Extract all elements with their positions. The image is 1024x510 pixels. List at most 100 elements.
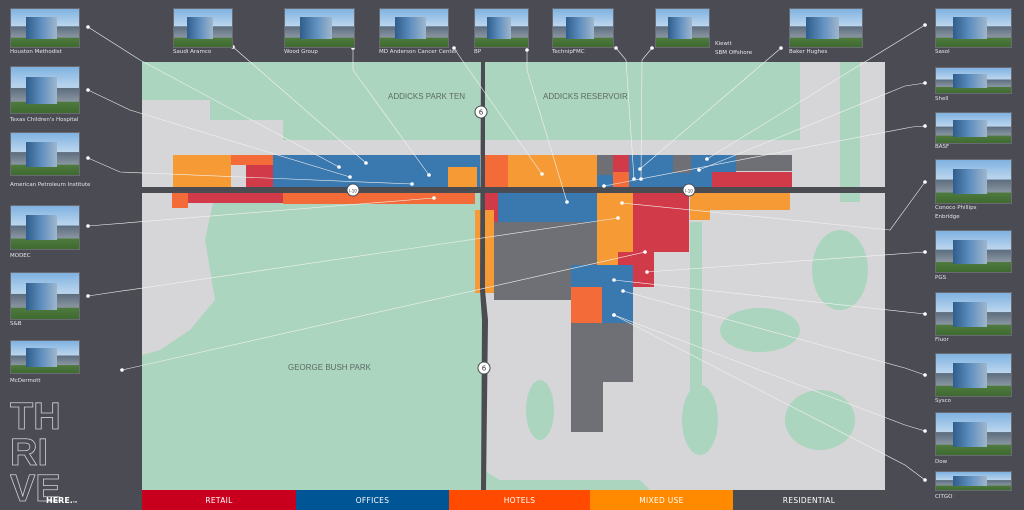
company-top-photo	[474, 8, 529, 48]
location-dot[interactable]	[923, 312, 927, 316]
company-left-photo	[10, 66, 80, 114]
zone-hotels	[613, 172, 629, 188]
location-dot[interactable]	[638, 167, 642, 171]
connector-line	[87, 197, 435, 227]
location-dot[interactable]	[432, 196, 436, 200]
connector-line	[603, 125, 926, 187]
shield-text: I-10	[685, 189, 693, 194]
company-left-label: Houston Methodist	[10, 49, 62, 55]
location-dot[interactable]	[697, 168, 701, 172]
location-dot[interactable]	[923, 250, 927, 254]
company-top-photo	[379, 8, 449, 48]
connector-line	[87, 157, 413, 185]
location-dot[interactable]	[612, 313, 616, 317]
location-dot[interactable]	[632, 177, 636, 181]
zone-hotels	[283, 193, 475, 204]
zone-residential	[571, 323, 633, 382]
location-dot[interactable]	[923, 124, 927, 128]
location-dot[interactable]	[410, 182, 414, 186]
logo-tagline: HERE.TM	[46, 496, 77, 505]
tagline-text: HERE.	[46, 496, 73, 505]
location-dot[interactable]	[779, 46, 783, 50]
company-right-photo	[935, 471, 1012, 491]
location-dot[interactable]	[602, 184, 606, 188]
location-dot[interactable]	[86, 224, 90, 228]
location-dot[interactable]	[86, 25, 90, 29]
location-dot[interactable]	[86, 156, 90, 160]
shield-text: 6	[479, 109, 484, 117]
zone-retail	[188, 193, 283, 203]
company-left-label: MODEC	[10, 253, 31, 259]
shield-text: I-10	[349, 189, 357, 194]
location-dot[interactable]	[923, 478, 927, 482]
location-dot[interactable]	[923, 23, 927, 27]
location-dot[interactable]	[923, 180, 927, 184]
location-dot[interactable]	[621, 289, 625, 293]
location-dot[interactable]	[540, 172, 544, 176]
company-right-label: BASF	[935, 144, 950, 150]
location-dot[interactable]	[427, 173, 431, 177]
zone-mixed-use	[690, 193, 790, 210]
zone-retail	[246, 165, 273, 188]
connector-line	[352, 48, 430, 176]
connector-line	[613, 279, 926, 315]
connector-line	[615, 47, 635, 180]
location-dot[interactable]	[452, 46, 456, 50]
company-right-photo	[935, 230, 1012, 273]
connector-line	[232, 46, 367, 164]
svg-text:TH: TH	[10, 396, 61, 438]
connector-line	[613, 314, 926, 481]
location-dot[interactable]	[525, 48, 529, 52]
highway-shield: 6	[474, 105, 488, 119]
company-right-label: Fluor	[935, 337, 949, 343]
highway-6	[480, 62, 488, 490]
location-dot[interactable]	[364, 161, 368, 165]
location-dot[interactable]	[120, 368, 124, 372]
company-kiewit-label: Kiewit	[715, 41, 732, 47]
location-dot[interactable]	[614, 46, 618, 50]
company-right-photo	[935, 8, 1012, 48]
company-right-photo	[935, 67, 1012, 94]
zone-residential	[736, 155, 792, 171]
location-dot[interactable]	[86, 88, 90, 92]
location-dot[interactable]	[645, 270, 649, 274]
location-dot[interactable]	[643, 250, 647, 254]
company-top-label: BP	[474, 49, 482, 55]
location-dot[interactable]	[612, 278, 616, 282]
company-right-photo	[935, 292, 1012, 336]
connector-line	[706, 24, 926, 160]
location-dot[interactable]	[86, 294, 90, 298]
location-dot[interactable]	[565, 200, 569, 204]
connector-line	[121, 251, 646, 371]
location-dot[interactable]	[337, 165, 341, 169]
company-left-photo	[10, 8, 80, 48]
location-dot[interactable]	[616, 216, 620, 220]
company-conoco-label: Enbridge	[935, 214, 960, 220]
zone-retail	[712, 172, 792, 188]
shield-text: 6	[482, 365, 487, 373]
connector-line	[646, 251, 926, 273]
zone-hotels	[571, 287, 602, 323]
company-conoco-label: Conoco Phillips	[935, 205, 977, 211]
location-dot[interactable]	[923, 81, 927, 85]
legend-item-offices: OFFICES	[296, 490, 449, 510]
area-label: GEORGE BUSH PARK	[288, 363, 372, 372]
zone-retail	[633, 193, 689, 252]
connector-line	[87, 217, 619, 297]
company-left-label: Texas Children's Hospital	[10, 117, 79, 123]
i10-highway	[142, 187, 885, 193]
location-dot[interactable]	[650, 46, 654, 50]
location-dot[interactable]	[348, 175, 352, 179]
location-dot[interactable]	[923, 429, 927, 433]
zone-offices	[629, 155, 673, 188]
location-dot[interactable]	[923, 373, 927, 377]
company-kiewit-photo	[655, 8, 710, 48]
location-dot[interactable]	[620, 201, 624, 205]
company-right-label: Dow	[935, 459, 948, 465]
location-dot[interactable]	[639, 177, 643, 181]
company-right-label: Shell	[935, 96, 949, 102]
location-dot[interactable]	[705, 157, 709, 161]
zone-hotels	[172, 193, 188, 208]
